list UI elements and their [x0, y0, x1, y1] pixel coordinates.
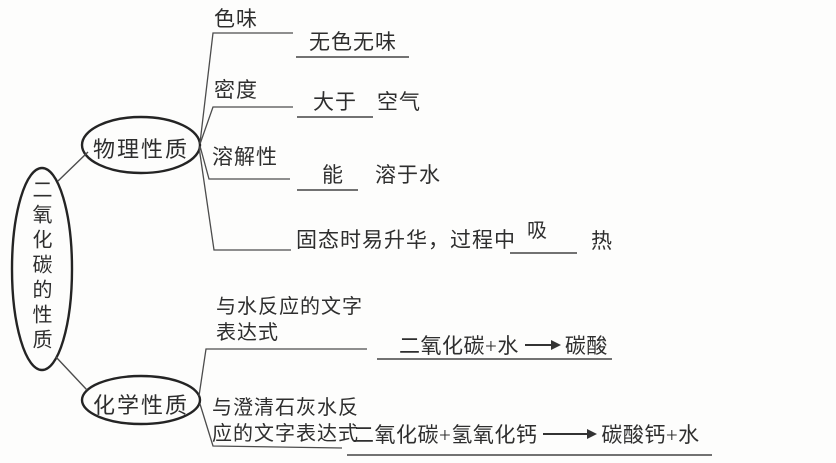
equation-water-reaction: 二氧化碳+水 碳酸 — [399, 330, 608, 360]
answer-sublimation: 吸 — [527, 220, 548, 242]
root-node-ellipse — [10, 166, 74, 372]
connector-root-chemical — [55, 356, 88, 391]
physical-properties-node-label: 物理性质 — [92, 137, 189, 162]
chemical-properties-node-label: 化学性质 — [92, 393, 189, 418]
branch-line-color-smell — [199, 32, 293, 144]
connector-root-physical — [57, 151, 89, 182]
text-sublimation: 固态时易升华，过程中 — [296, 228, 516, 252]
equation-limewater-reaction: 二氧化碳+氢氧化钙 碳酸钙+水 — [353, 419, 700, 449]
label-solubility: 溶解性 — [212, 145, 278, 169]
reaction-arrow-icon — [543, 429, 598, 439]
branch-line-limewater-reaction — [199, 403, 343, 449]
label-color-smell: 色味 — [214, 7, 258, 31]
label-water-reaction-line1: 与水反应的文字 — [216, 296, 363, 318]
equation-water-products: 碳酸 — [564, 334, 608, 358]
suffix-solubility: 溶于水 — [375, 163, 441, 187]
suffix-density: 空气 — [377, 90, 421, 114]
equation-limewater-reactants: 二氧化碳+氢氧化钙 — [353, 423, 538, 447]
answer-density: 大于 — [313, 90, 357, 114]
label-water-reaction: 与水反应的文字 表达式 — [216, 294, 363, 346]
equation-limewater-products: 碳酸钙+水 — [601, 423, 700, 447]
answer-color-smell: 无色无味 — [309, 30, 397, 54]
branch-line-solubility — [199, 145, 290, 180]
suffix-sublimation: 热 — [591, 229, 613, 253]
branch-line-water-reaction — [198, 348, 367, 397]
branch-line-sublimation — [198, 146, 291, 251]
label-limewater-reaction-line2: 应的文字表达式 — [212, 423, 359, 445]
label-density: 密度 — [214, 78, 258, 102]
equation-water-reactants: 二氧化碳+水 — [399, 334, 519, 358]
chemical-node-ellipse — [80, 374, 202, 426]
physical-node-ellipse — [80, 115, 202, 175]
root-node-label: 二氧化碳的性质 — [29, 179, 51, 354]
branch-line-density — [199, 106, 293, 145]
reaction-arrow-icon — [524, 340, 561, 350]
label-water-reaction-line2: 表达式 — [216, 322, 279, 344]
label-limewater-reaction: 与澄清石灰水反 应的文字表达式 — [212, 395, 359, 447]
answer-solubility: 能 — [322, 163, 344, 187]
label-limewater-reaction-line1: 与澄清石灰水反 — [212, 397, 359, 419]
